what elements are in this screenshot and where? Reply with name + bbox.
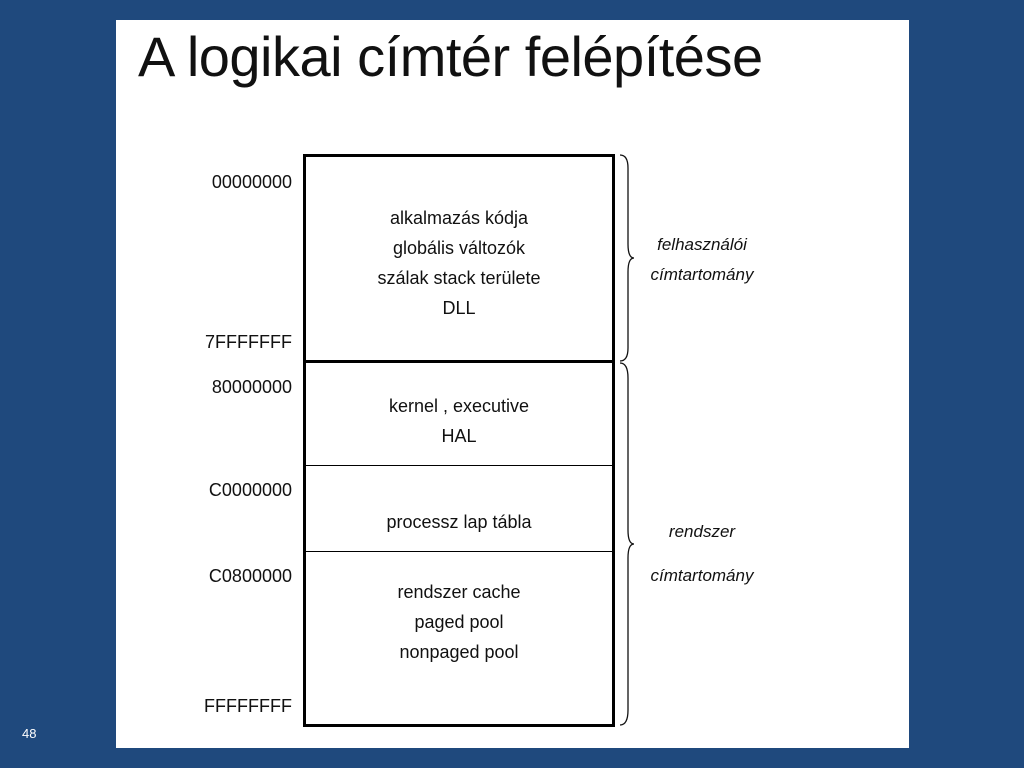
slide-title: A logikai címtér felépítése [138,25,763,88]
address-label-c0000000: C0000000 [208,480,292,500]
address-label-00000000: 00000000 [211,172,292,192]
system-brace-line-1: rendszer [668,522,736,541]
address-label-7fffffff: 7FFFFFFF [205,332,292,352]
user-space-brace [619,154,635,362]
slide-canvas: A logikai címtér felépítése 00000000 7FF… [116,20,909,748]
user-brace-line-1: felhasználói [657,235,747,254]
cache-line-paged-pool: paged pool [414,612,504,632]
user-space-block: alkalmazás kódja globális változók szála… [303,154,615,363]
segment-divider-c0000000 [306,465,612,466]
system-brace-line-2: címtartomány [650,566,754,585]
kernel-line-executive: kernel , executive [388,396,530,416]
cache-pool-segment: rendszer cache paged pool nonpaged pool [306,552,612,724]
user-line-app-code: alkalmazás kódja [389,207,529,228]
user-space-contents: alkalmazás kódja globális változók szála… [306,157,612,360]
cache-line-rendszer-cache: rendszer cache [397,582,521,602]
user-line-dll: DLL [442,297,476,318]
user-line-thread-stack: szálak stack területe [377,267,541,288]
cache-line-nonpaged-pool: nonpaged pool [399,642,519,662]
kernel-segment: kernel , executive HAL [306,363,612,465]
system-space-block: kernel , executive HAL processz lap tábl… [303,360,615,727]
address-label-ffffffff: FFFFFFFF [204,696,292,716]
user-space-brace-label: felhasználói címtartomány [632,230,772,290]
kernel-line-hal: HAL [441,426,477,446]
system-space-brace-label: rendszer címtartomány [632,510,772,598]
segment-divider-c0800000 [306,551,612,552]
address-label-80000000: 80000000 [211,377,292,397]
page-table-line: processz lap tábla [386,511,532,532]
slide-number: 48 [22,726,37,741]
page-table-segment: processz lap tábla [306,466,612,551]
system-space-brace [619,362,635,726]
user-line-global-vars: globális változók [392,237,526,258]
user-brace-line-2: címtartomány [650,265,754,284]
address-label-c0800000: C0800000 [208,566,292,586]
